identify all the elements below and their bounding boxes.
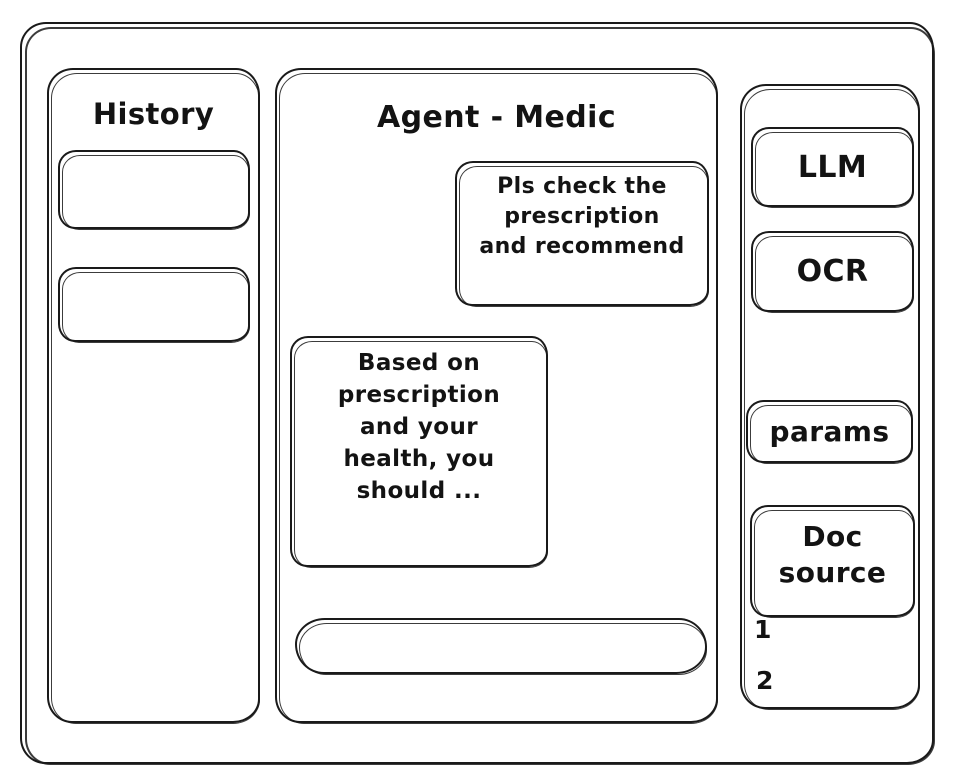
- history-list-item[interactable]: [58, 267, 250, 343]
- tool-button-ocr-label: OCR: [796, 254, 869, 289]
- tool-button-llm-label: LLM: [797, 150, 868, 185]
- tool-button-params-label: params: [769, 415, 890, 448]
- history-panel-title: History: [92, 97, 215, 131]
- agent-message-bubble: [290, 336, 548, 568]
- tool-button-llm[interactable]: [751, 127, 914, 208]
- message-input[interactable]: [295, 618, 707, 675]
- doc-source-list-item[interactable]: 2: [756, 666, 774, 695]
- doc-source-label: Doc source: [778, 520, 887, 590]
- doc-source-list-item[interactable]: 1: [754, 615, 772, 644]
- history-list-item[interactable]: [58, 150, 250, 230]
- agent-message-text: Based on prescription and your health, y…: [337, 350, 501, 504]
- user-message-bubble: [455, 161, 709, 307]
- user-message-text: Pls check the prescription and recommend: [479, 174, 685, 259]
- chat-panel-title: Agent - Medic: [376, 100, 617, 135]
